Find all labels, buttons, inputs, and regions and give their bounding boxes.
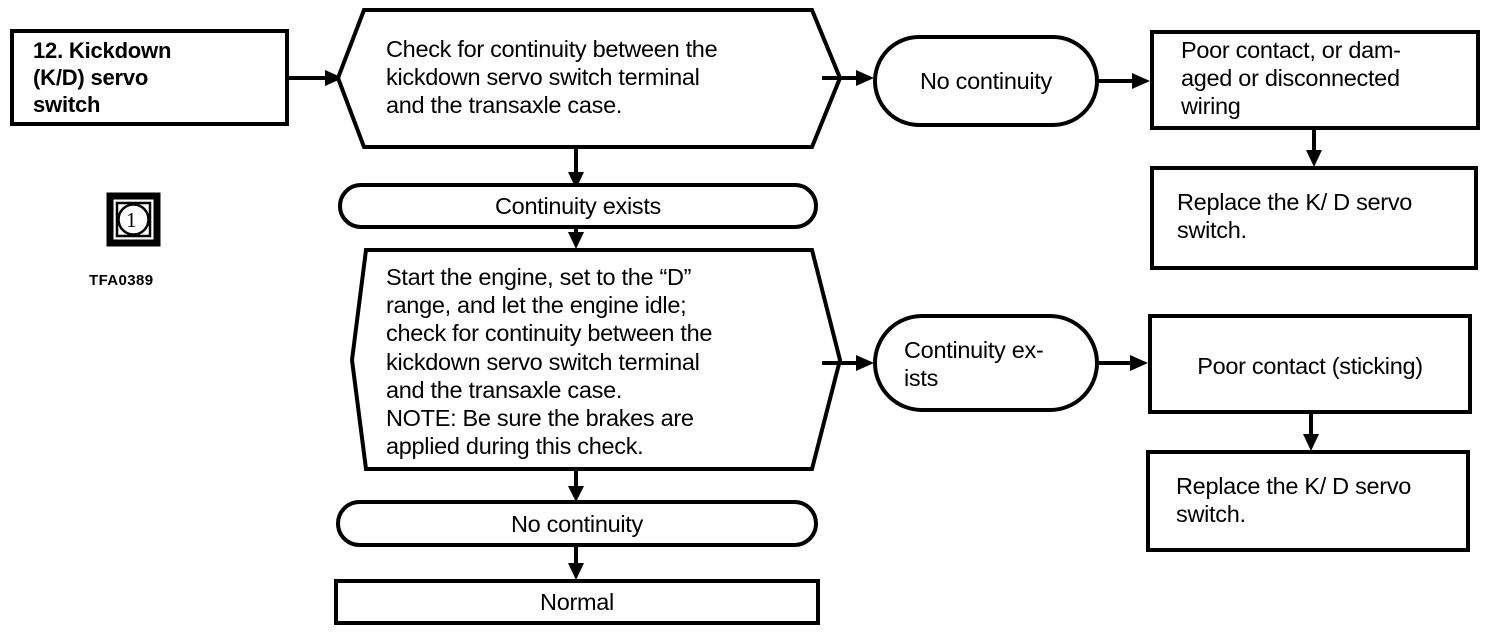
reference-icon-number: 1 (126, 208, 137, 232)
node-check-continuity-1-shape[interactable] (335, 8, 843, 149)
node-check-continuity-2-label: Start the engine, set to the “D” range, … (386, 264, 713, 460)
arrowhead-check2-to-continuityexists2 (856, 355, 874, 371)
node-normal-label: Normal (540, 589, 614, 615)
node-check-continuity-2-shape[interactable] (349, 248, 843, 471)
arrowhead-check1-to-continuityexists1 (568, 172, 584, 189)
arrowhead-continuityexists2-to-poorcontactsticking (1130, 355, 1148, 371)
node-kickdown-servo-switch-shape[interactable] (10, 29, 289, 126)
node-continuity-exists-2-label: Continuity ex- ists (904, 337, 1044, 392)
arrowhead-poorcontactsticking-to-replace2 (1303, 434, 1319, 451)
node-no-continuity-2-label: No continuity (511, 511, 643, 537)
reference-icon-circle (117, 203, 150, 236)
arrowhead-nocontinuity2-to-normal (568, 563, 584, 580)
reference-icon-outer-frame (106, 192, 161, 247)
node-replace-switch-2-label: Replace the K/ D servo switch. (1176, 473, 1412, 528)
node-no-continuity-1-label: No continuity (920, 68, 1052, 94)
node-replace-switch-1-shape[interactable] (1150, 166, 1478, 270)
node-replace-switch-2-shape[interactable] (1146, 450, 1470, 552)
arrowhead-continuityexists1-to-check2 (568, 232, 584, 249)
arrowhead-check2-to-nocontinuity2 (568, 486, 584, 502)
arrowhead-nocontinuity1-to-poorcontact (1132, 73, 1150, 89)
node-kickdown-servo-switch-label: 12. Kickdown (K/D) servo switch (33, 38, 172, 117)
arrowhead-title-to-check1 (325, 70, 343, 86)
arrowhead-check1-to-nocontinuity1 (856, 70, 874, 86)
reference-icon-inner-frame (115, 201, 152, 238)
node-poor-contact-sticking-label: Poor contact (sticking) (1197, 353, 1423, 379)
arrowhead-poorcontact-to-replace1 (1306, 150, 1322, 167)
reference-code-label: TFA0389 (89, 272, 154, 289)
node-check-continuity-1-label: Check for continuity between the kickdow… (386, 36, 718, 119)
node-replace-switch-1-label: Replace the K/ D servo switch. (1177, 189, 1413, 244)
node-poor-contact-wiring-label: Poor contact, or dam- aged or disconnect… (1181, 37, 1401, 120)
node-normal-shape[interactable] (334, 579, 820, 625)
node-continuity-exists-1-label: Continuity exists (495, 193, 661, 219)
